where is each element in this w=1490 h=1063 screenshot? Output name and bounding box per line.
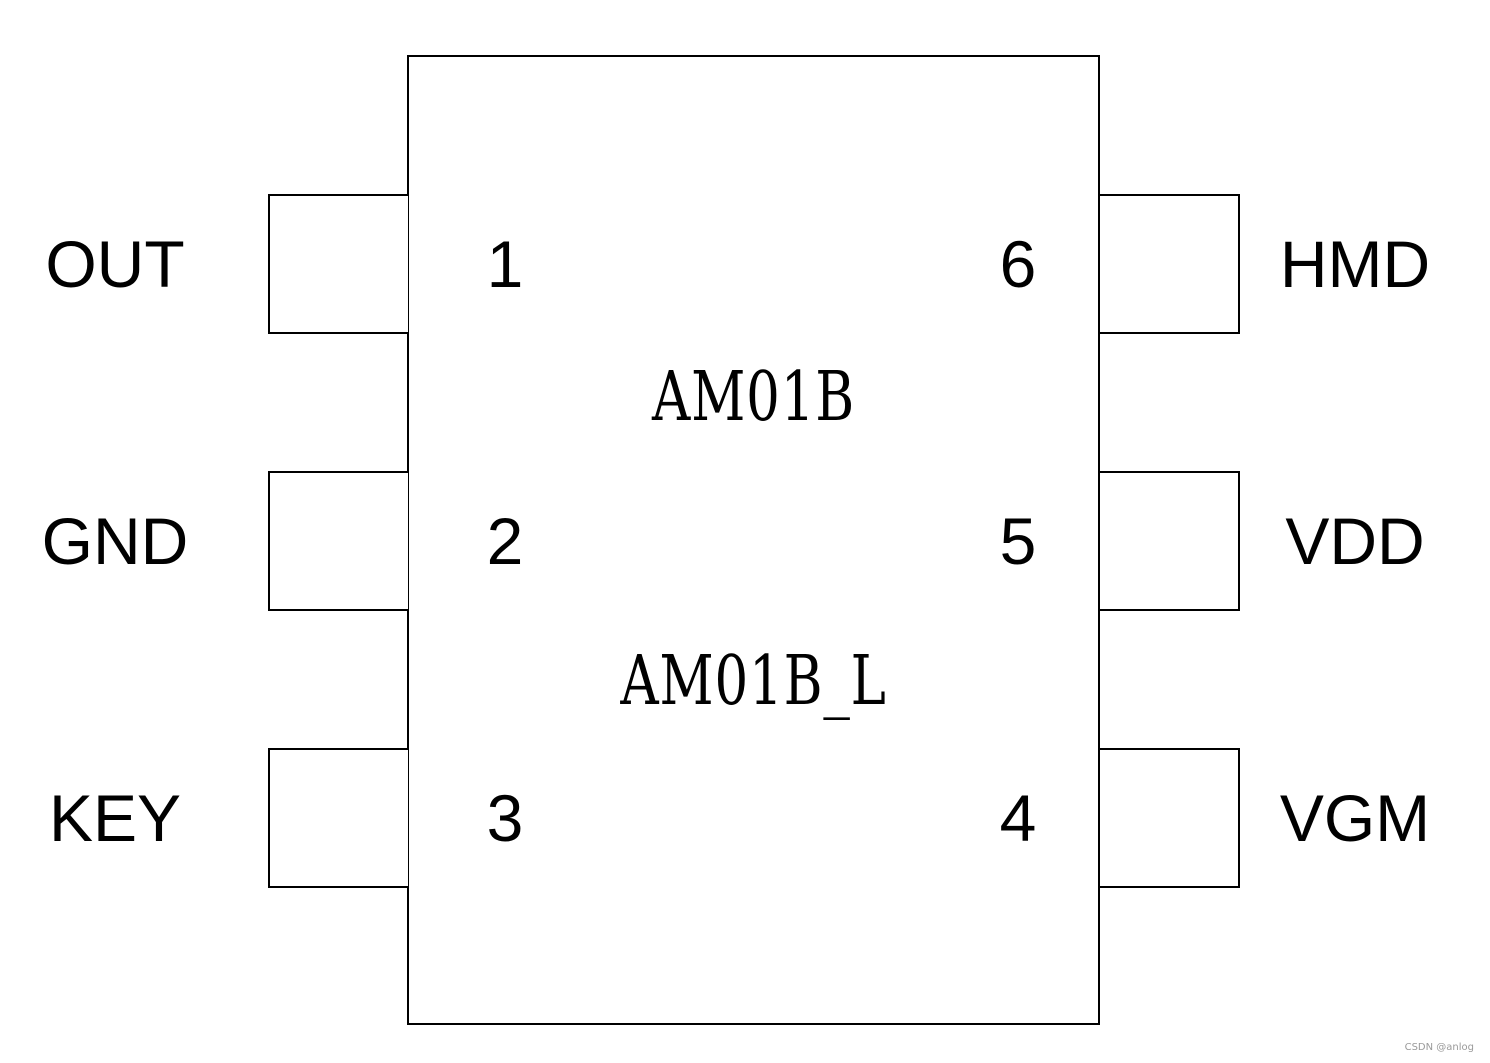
pin-3-signal: KEY bbox=[48, 781, 182, 855]
pin-5-signal: VDD bbox=[1285, 504, 1425, 578]
pin-2-pad bbox=[268, 471, 408, 611]
pin-1-number: 1 bbox=[486, 227, 524, 301]
pin-4-pad bbox=[1100, 748, 1240, 888]
part-name-primary: AM01B bbox=[652, 358, 855, 437]
pin-6-pad bbox=[1100, 194, 1240, 334]
pin-6-signal: HMD bbox=[1279, 227, 1431, 301]
pin-1-pad bbox=[268, 194, 408, 334]
pin-2-signal: GND bbox=[41, 504, 189, 578]
pin-5-pad bbox=[1100, 471, 1240, 611]
pin-4-signal: VGM bbox=[1279, 781, 1431, 855]
pin-6-number: 6 bbox=[999, 227, 1037, 301]
pin-3-pad bbox=[268, 748, 408, 888]
pin-3-number: 3 bbox=[486, 781, 524, 855]
pin-2-number: 2 bbox=[486, 504, 524, 578]
chip-body bbox=[407, 55, 1100, 1025]
pin-4-number: 4 bbox=[999, 781, 1037, 855]
pin-1-signal: OUT bbox=[45, 227, 185, 301]
watermark: CSDN @anlog bbox=[1404, 1042, 1474, 1053]
part-name-secondary: AM01B_L bbox=[620, 642, 887, 721]
pin-5-number: 5 bbox=[999, 504, 1037, 578]
